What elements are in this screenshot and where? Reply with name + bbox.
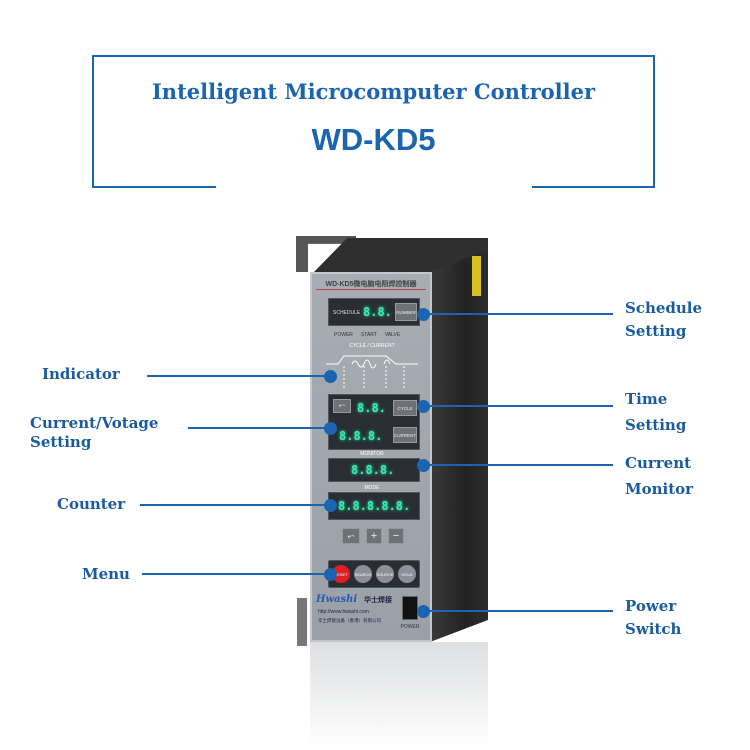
brand-url: http://www.hwashi.com: [318, 609, 369, 615]
title-frame-left: [92, 186, 216, 188]
current-display: 8.8.8.: [339, 429, 383, 443]
cycle-display: 8.8.: [357, 401, 386, 415]
warning-label: [472, 256, 481, 296]
schedule-box: SCHEDULE 8.8. NUMBER: [328, 298, 420, 326]
current-voltage-callout-dot: [324, 422, 337, 435]
schedule-callout-line: [425, 313, 613, 315]
reset-button[interactable]: RESET: [332, 565, 350, 583]
power-callout-line: [425, 610, 613, 612]
cycle-button[interactable]: CYCLE: [393, 400, 417, 416]
time-callout-dot: [417, 400, 430, 413]
current-voltage-callout-line: [188, 427, 328, 429]
search-button[interactable]: SEARCH: [354, 565, 372, 583]
indicator-valve: VALVE: [384, 332, 401, 338]
indicator-callout: Indicator: [42, 365, 120, 383]
indicator-callout-line: [147, 375, 327, 377]
back-button[interactable]: ⬿: [342, 528, 360, 544]
mounting-bracket-bottom: [297, 598, 307, 646]
counter-callout: Counter: [57, 495, 126, 513]
time-callout-line: [425, 405, 613, 407]
indicator-callout-dot: [324, 370, 337, 383]
panel-title: WD-KD5微电脑电阻焊控制器: [316, 280, 426, 290]
menu-callout: Menu: [82, 565, 130, 583]
front-panel: WD-KD5微电脑电阻焊控制器 SCHEDULE 8.8. NUMBER POW…: [310, 272, 432, 642]
monitor-callout-line: [425, 464, 613, 466]
schedule-label: SCHEDULE: [333, 310, 361, 316]
monitor-box: 8.8.8.: [328, 458, 420, 482]
reflection: [310, 642, 488, 750]
schedule-display: 8.8.: [363, 305, 392, 319]
monitor-callout-dot: [417, 459, 430, 472]
mode-box: 8.8.8.8.8.: [328, 492, 420, 520]
power-switch[interactable]: [402, 596, 418, 620]
number-button[interactable]: NUMBER: [395, 303, 417, 321]
device-side: [430, 250, 488, 642]
power-label: POWER: [400, 624, 420, 630]
menu-callout-dot: [324, 568, 337, 581]
power-callout-dot: [417, 605, 430, 618]
page-title: Intelligent Microcomputer Controller: [151, 79, 596, 104]
schedule-callout-dot: [417, 308, 430, 321]
indicator-lights: POWER START VALVE: [334, 332, 400, 338]
counter-callout-dot: [324, 499, 337, 512]
back-arrow-button[interactable]: ⬿: [333, 399, 351, 413]
hold-button[interactable]: HOLD: [398, 565, 416, 583]
source-button[interactable]: SOURCE: [376, 565, 394, 583]
model-name: WD-KD5: [311, 122, 436, 157]
waveform-diagram: [326, 355, 418, 390]
mode-display: 8.8.8.8.8.: [338, 499, 411, 513]
mode-label: MODE: [364, 485, 380, 491]
monitor-display: 8.8.8.: [351, 463, 395, 477]
counter-callout-line: [140, 504, 328, 506]
plus-button[interactable]: +: [366, 528, 382, 544]
indicator-start: START: [360, 332, 377, 338]
brand-company: 华士焊接设备（香港）有限公司: [318, 618, 381, 623]
indicator-power: POWER: [334, 332, 353, 338]
brand-logo: Hwashi: [316, 594, 358, 605]
current-button[interactable]: CURRENT: [393, 427, 417, 443]
title-frame: [92, 55, 655, 188]
menu-callout-line: [142, 573, 328, 575]
minus-button[interactable]: −: [388, 528, 404, 544]
monitor-label: MONITOR: [360, 451, 384, 457]
cycle-current-label: CYCLE / CURRENT: [349, 343, 395, 349]
time-current-box: ⬿ 8.8. CYCLE 8.8.8. CURRENT: [328, 394, 420, 450]
brand-cn: 华士焊接: [364, 597, 392, 604]
menu-bar: RESET SEARCH SOURCE HOLD: [328, 560, 420, 588]
title-frame-right: [532, 186, 655, 188]
